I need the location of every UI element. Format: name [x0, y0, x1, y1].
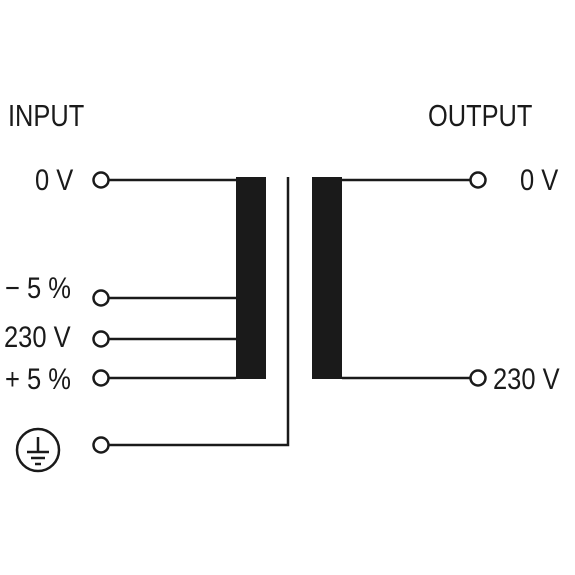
output-heading: OUTPUT [428, 99, 532, 134]
protective-earth-icon [15, 427, 61, 473]
terminal-output-0v [469, 171, 487, 189]
secondary-winding [312, 177, 342, 379]
wire-earth [108, 177, 290, 447]
terminal-input-230v [92, 330, 110, 348]
terminal-output-230v [469, 369, 487, 387]
input-heading: INPUT [8, 99, 84, 134]
terminal-earth [92, 436, 110, 454]
input-label-plus5: + 5 % [5, 362, 71, 395]
terminal-input-0v [92, 171, 110, 189]
terminal-input-plus5 [92, 369, 110, 387]
input-label-0v: 0 V [35, 163, 74, 196]
input-label-minus5: − 5 % [5, 271, 71, 304]
output-label-230v: 230 V [493, 362, 560, 395]
output-label-0v: 0 V [520, 163, 559, 196]
input-label-230v: 230 V [4, 320, 71, 353]
terminal-input-minus5 [92, 289, 110, 307]
primary-winding [236, 177, 266, 379]
